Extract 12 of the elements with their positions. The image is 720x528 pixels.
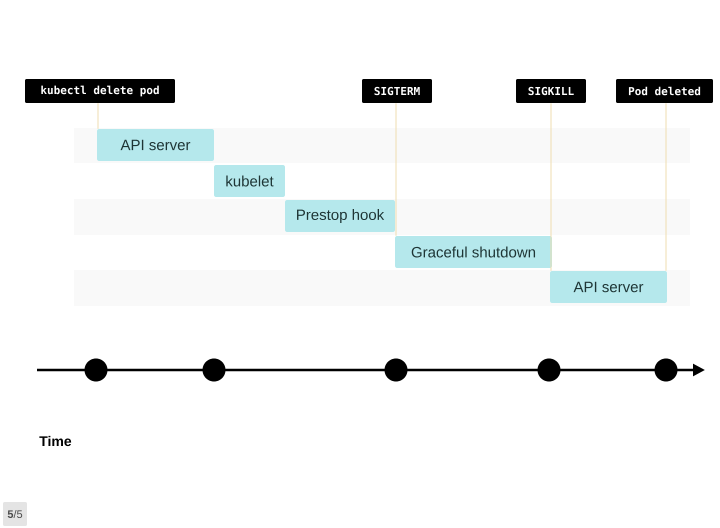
event-tag: Pod deleted: [616, 79, 713, 103]
page-number: 5/5: [3, 502, 27, 526]
process-box: API server: [97, 129, 214, 161]
axis-label: Time: [39, 436, 72, 446]
process-box: API server: [550, 271, 667, 303]
event-tag: kubectl delete pod: [25, 79, 175, 103]
process-box: Graceful shutdown: [395, 236, 552, 268]
event-tag: SIGTERM: [362, 79, 432, 103]
process-box: kubelet: [214, 165, 285, 197]
event-tag: SIGKILL: [516, 79, 586, 103]
leader-line: [550, 102, 552, 272]
process-box: Prestop hook: [285, 200, 395, 232]
